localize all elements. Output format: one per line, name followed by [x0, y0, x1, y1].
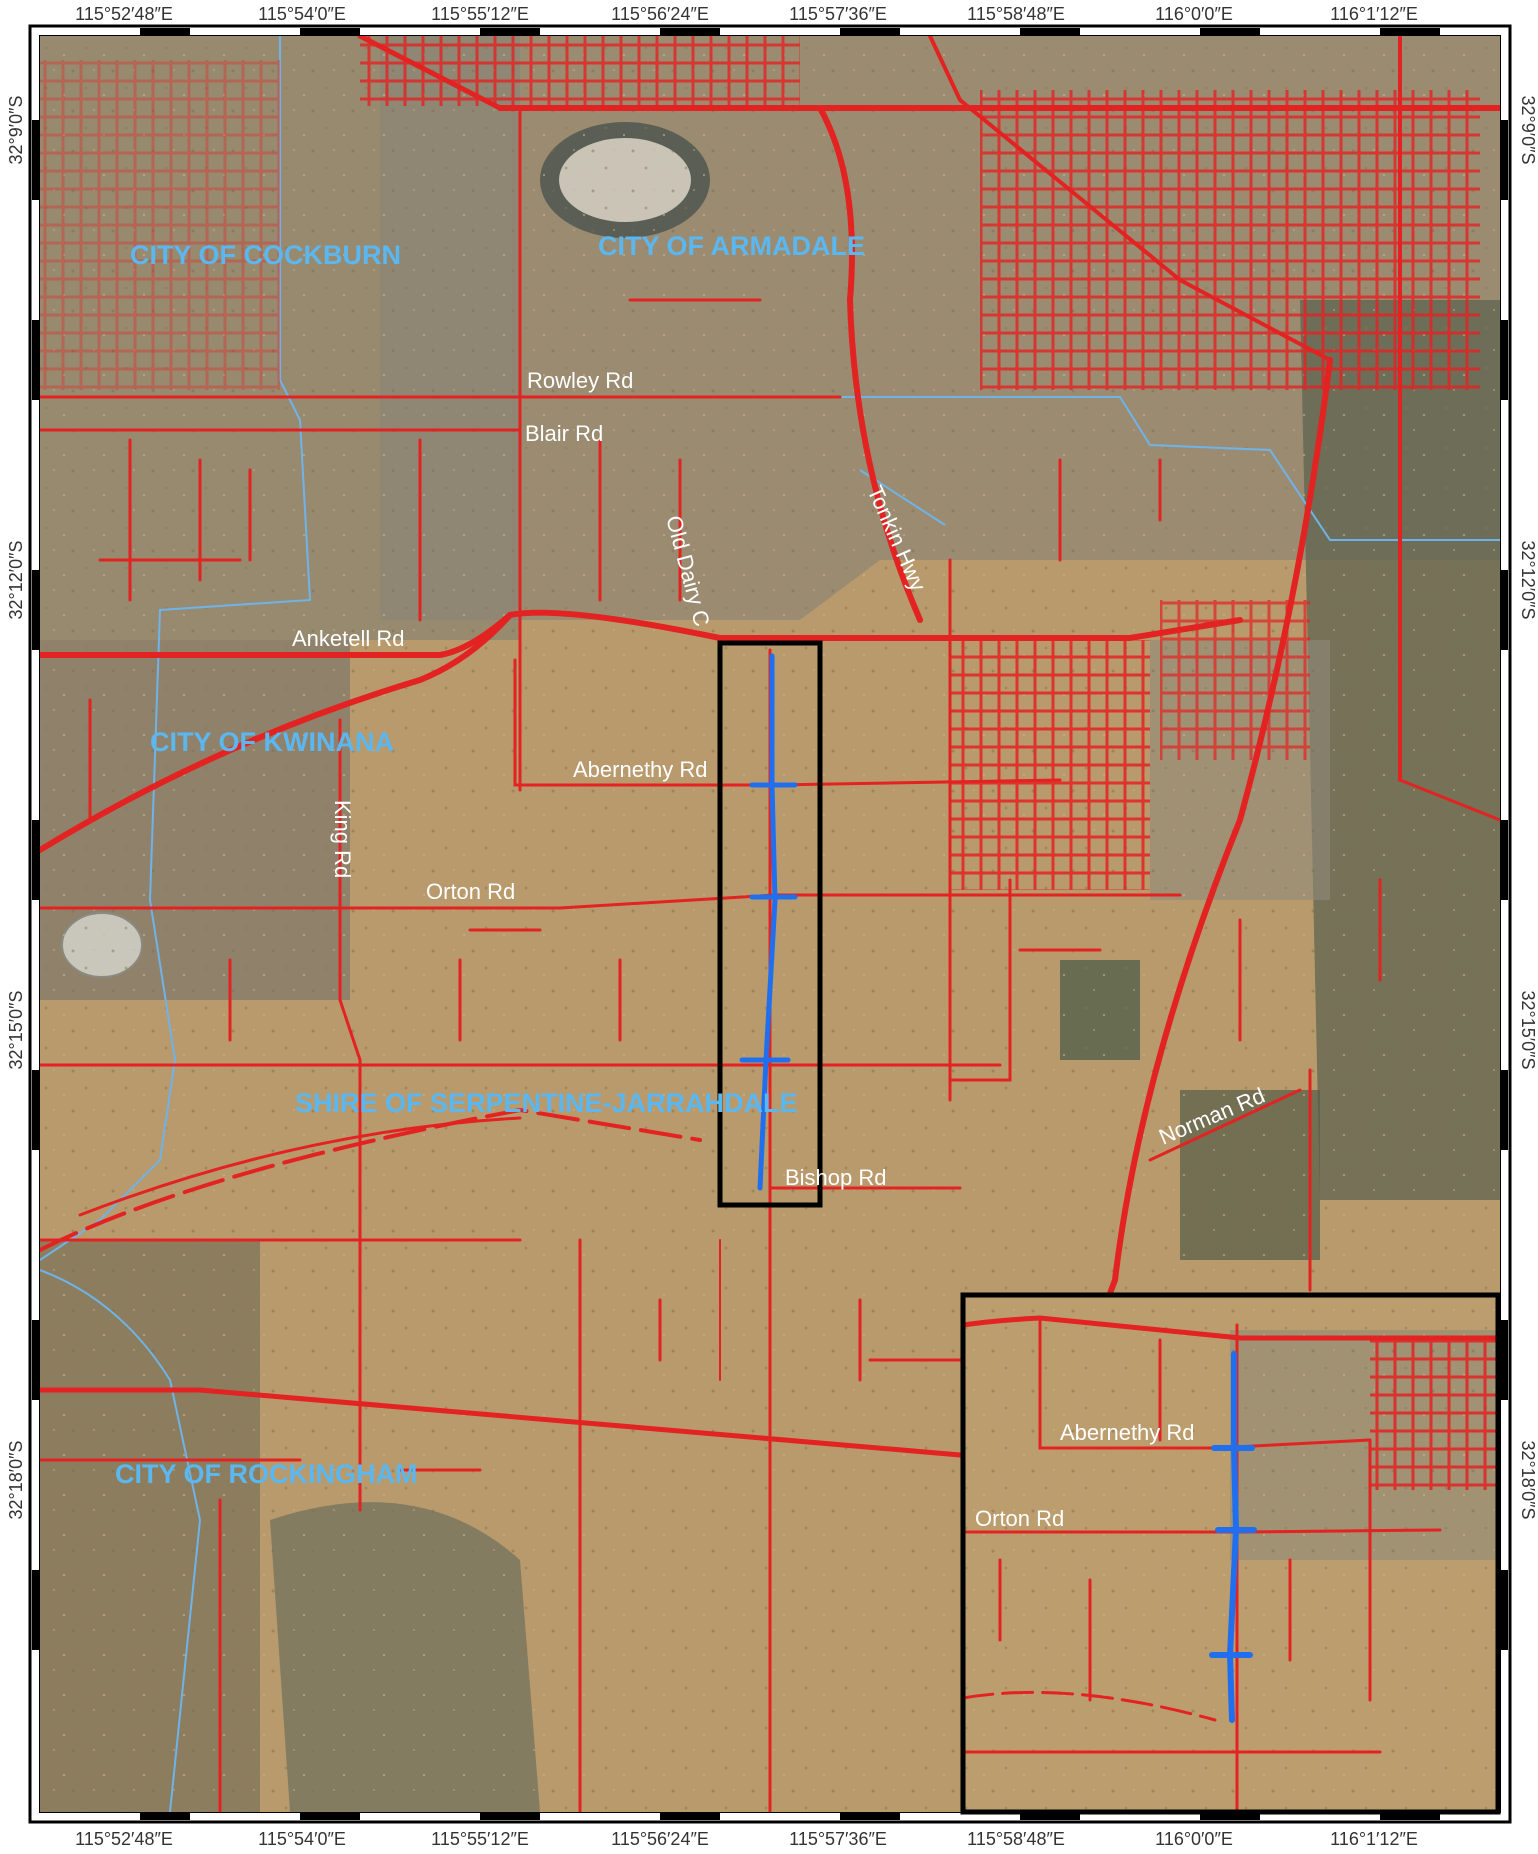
corridor-line: [757, 653, 778, 1191]
lon-label-bottom: 115°55′12″E: [431, 1829, 529, 1849]
lga-label-kwinana: CITY OF KWINANA: [150, 727, 394, 757]
study-corridor: [739, 653, 798, 1191]
lon-label-bottom: 116°1′12″E: [1330, 1829, 1418, 1849]
graticule-ticks-left: [32, 120, 40, 1650]
road-anketell: [40, 609, 1243, 658]
lat-label-right: 32°12′0″S: [1518, 540, 1538, 619]
graticule-labels-bottom: 115°52′48″E 115°54′0″E 115°55′12″E 115°5…: [75, 1829, 1418, 1849]
lon-label-top: 115°55′12″E: [431, 4, 529, 24]
study-area-box: [717, 640, 823, 1208]
road-label-abernethy: Abernethy Rd: [573, 757, 708, 782]
lon-label-top: 116°1′12″E: [1330, 4, 1418, 24]
lon-label-top: 116°0′0″E: [1155, 4, 1233, 24]
lon-label-top: 115°57′36″E: [789, 4, 887, 24]
lat-label-right: 32°18′0″S: [1518, 1440, 1538, 1519]
lga-label-serpentine: SHIRE OF SERPENTINE-JARRAHDALE: [295, 1088, 798, 1118]
inset-label-abernethy: Abernethy Rd: [1060, 1420, 1195, 1445]
lga-boundaries: [40, 36, 1500, 1812]
lon-label-top: 115°58′48″E: [967, 4, 1065, 24]
lat-label-right: 32°9′0″S: [1518, 96, 1538, 165]
road-norman: [1148, 1088, 1302, 1162]
boundary-armadale: [40, 396, 1500, 541]
lon-label-top: 115°54′0″E: [258, 4, 346, 24]
lat-label-right: 32°15′0″S: [1518, 990, 1538, 1069]
road-label-orton: Orton Rd: [426, 879, 515, 904]
graticule-ticks-bottom: [140, 1812, 1440, 1820]
inset-frame: [960, 1292, 1501, 1815]
road-king: [338, 718, 362, 1512]
road-orton: [40, 893, 1182, 910]
graticule-labels-right: 32°9′0″S 32°12′0″S 32°15′0″S 32°18′0″S: [1518, 96, 1538, 1520]
graticule-labels-top: 115°52′48″E 115°54′0″E 115°55′12″E 115°5…: [75, 4, 1418, 24]
boundary-cockburn-kwinana: [40, 36, 312, 1261]
lga-labels: CITY OF COCKBURN CITY OF ARMADALE CITY O…: [115, 231, 865, 1489]
lat-label-left: 32°15′0″S: [6, 990, 26, 1069]
lon-label-bottom: 115°58′48″E: [967, 1829, 1065, 1849]
lon-label-bottom: 116°0′0″E: [1155, 1829, 1233, 1849]
road-tonkin-hwy: [817, 105, 923, 623]
lon-label-bottom: 115°54′0″E: [258, 1829, 346, 1849]
lga-label-cockburn: CITY OF COCKBURN: [130, 240, 401, 270]
corridor-crossings: [739, 782, 798, 1063]
inset-map: Abernethy Rd Orton Rd: [960, 1292, 1501, 1815]
lon-label-bottom: 115°56′24″E: [611, 1829, 709, 1849]
road-label-king: King Rd: [330, 800, 355, 878]
graticule-ticks-top: [140, 28, 1440, 36]
lat-label-left: 32°18′0″S: [6, 1440, 26, 1519]
road-abernethy: [513, 658, 1062, 787]
lga-label-armadale: CITY OF ARMADALE: [598, 231, 865, 261]
road-network: [40, 36, 1500, 1812]
road-label-bishop: Bishop Rd: [785, 1165, 887, 1190]
lat-label-left: 32°9′0″S: [6, 96, 26, 165]
lon-label-bottom: 115°57′36″E: [789, 1829, 887, 1849]
road-label-rowley: Rowley Rd: [527, 368, 633, 393]
graticule-labels-left: 32°9′0″S 32°12′0″S 32°15′0″S 32°18′0″S: [6, 96, 26, 1520]
road-label-blair: Blair Rd: [525, 421, 603, 446]
lon-label-top: 115°52′48″E: [75, 4, 173, 24]
boundary-kwinana-rockingham: [40, 1269, 202, 1812]
inset-label-orton: Orton Rd: [975, 1506, 1064, 1531]
road-label-anketell: Anketell Rd: [292, 626, 405, 651]
lon-label-bottom: 115°52′48″E: [75, 1829, 173, 1849]
lga-label-rockingham: CITY OF ROCKINGHAM: [115, 1459, 418, 1489]
lat-label-left: 32°12′0″S: [6, 540, 26, 619]
graticule-ticks-right: [1500, 120, 1508, 1650]
lon-label-top: 115°56′24″E: [611, 4, 709, 24]
